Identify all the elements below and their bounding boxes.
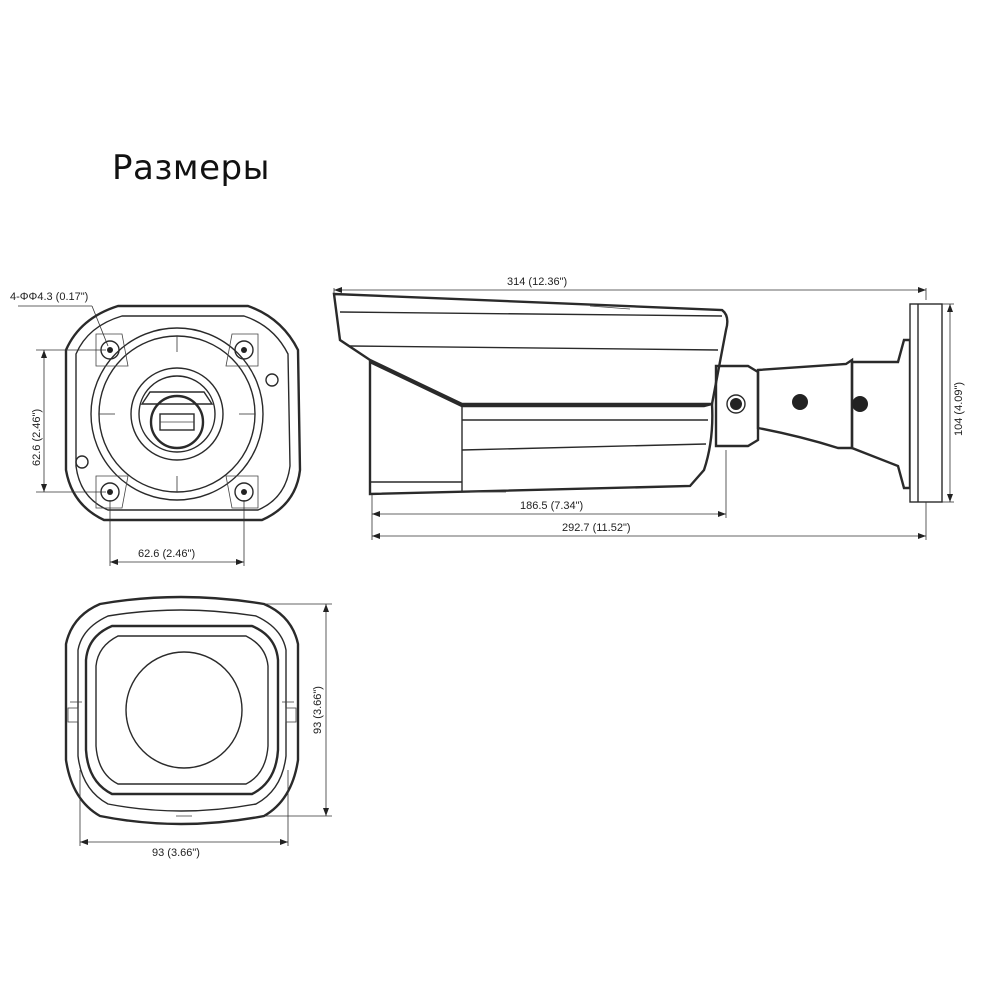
base-width-label: 62.6 (2.46") [138,548,195,560]
body-length-label: 186.5 (7.34") [520,500,583,512]
page-title: Размеры [112,148,270,188]
mount-base-back-view: 4-ΦΦ4.3 (0.17") 62.6 (2.46") 62.6 (2.46"… [10,291,302,566]
mount-height-label: 104 (4.09") [953,382,965,436]
total-length-label: 314 (12.36") [507,276,567,288]
camera-side-view: 314 (12.36") 186.5 (7.34") 292.7 (11.52"… [332,276,965,540]
front-height-label: 93 (3.66") [312,686,324,734]
camera-front-view: 93 (3.66") 93 (3.66") [64,595,332,859]
mount-hole-top-right [225,333,259,367]
length-to-mount-label: 292.7 (11.52") [562,522,631,534]
base-height-label: 62.6 (2.46") [31,409,43,466]
front-width-label: 93 (3.66") [152,847,200,859]
hole-spec-label: 4-ΦΦ4.3 (0.17") [10,291,88,303]
